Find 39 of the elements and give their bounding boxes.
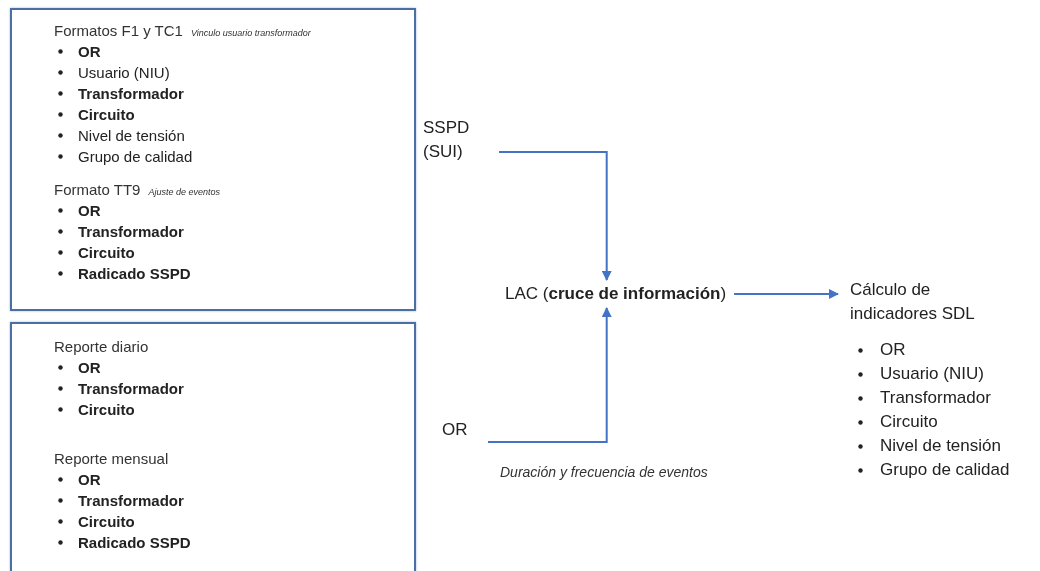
- section-note: Vinculo usuario transformador: [190, 28, 311, 38]
- list-item-text: Circuito: [78, 513, 135, 530]
- arrow: [487, 307, 612, 443]
- info-box: [10, 8, 416, 311]
- list-item-text: Transformador: [78, 492, 184, 509]
- section-heading: Formato TT9: [54, 180, 141, 200]
- list-item-text: OR: [78, 202, 101, 219]
- node-label: SSPD (SUI): [423, 117, 471, 163]
- node-label: LAC (cruce de información): [505, 283, 727, 305]
- list-item-text: Circuito: [880, 412, 938, 431]
- list-item-text: Circuito: [78, 244, 135, 261]
- info-box: [10, 322, 416, 571]
- list-item-text: Transformador: [78, 85, 184, 102]
- list-item-text: Nivel de tensión: [880, 436, 1001, 455]
- section-note: Ajuste de eventos: [148, 187, 220, 197]
- list-item-text: OR: [880, 340, 906, 359]
- section-heading: Reporte mensual: [54, 449, 169, 469]
- list-item-text: OR: [78, 471, 101, 488]
- list-item-text: OR: [78, 43, 101, 60]
- node-title: Cálculo de indicadores SDL: [850, 279, 976, 325]
- list-item-text: Radicado SSPD: [78, 265, 191, 282]
- section-heading: Formatos F1 y TC1: [54, 21, 183, 41]
- arrow: [733, 289, 839, 299]
- list-item-text: Radicado SSPD: [78, 534, 191, 551]
- list-item-text: Grupo de calidad: [78, 148, 193, 165]
- list-item-text: Usuario (NIU): [78, 64, 170, 81]
- list-item-text: OR: [78, 359, 101, 376]
- list-item-text: Transformador: [880, 388, 991, 407]
- list-item-text: Nivel de tensión: [78, 127, 185, 144]
- list-item-text: Usuario (NIU): [880, 364, 984, 383]
- node-label: OR: [442, 419, 469, 441]
- list-item-text: Circuito: [78, 401, 135, 418]
- note-text: Duración y frecuencia de eventos: [500, 464, 708, 480]
- list-item-text: Transformador: [78, 380, 184, 397]
- list-item-text: Grupo de calidad: [880, 460, 1010, 479]
- list-item-text: Transformador: [78, 223, 184, 240]
- list-item-text: Circuito: [78, 106, 135, 123]
- arrow: [498, 151, 612, 281]
- section-heading: Reporte diario: [54, 337, 149, 357]
